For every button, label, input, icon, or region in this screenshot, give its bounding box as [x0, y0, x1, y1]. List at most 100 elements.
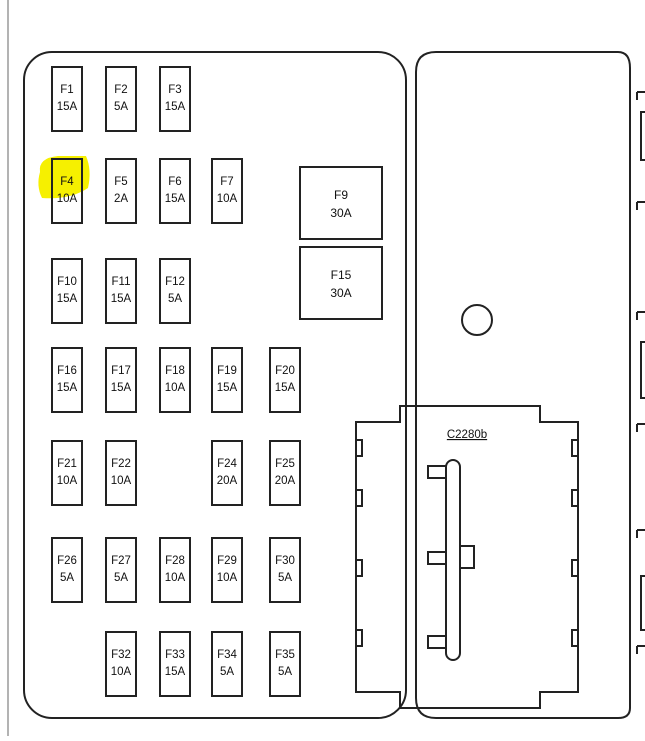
fuse-f15-rating: 30A: [330, 286, 351, 300]
fuse-f22-id: F22: [111, 458, 131, 470]
fuse-f34-rating: 5A: [220, 666, 234, 678]
fuse-f12-rating: 5A: [168, 293, 182, 305]
fuse-f35-id: F35: [275, 649, 295, 661]
fuse-f26-id: F26: [57, 555, 77, 567]
left-fuse-panel-housing: [23, 51, 407, 719]
fuse-f3-rating: 15A: [165, 101, 186, 113]
fuse-f30-body: [269, 537, 301, 603]
fuse-f2-body: [105, 66, 137, 132]
fuse-f6-body: [159, 158, 191, 224]
fuse-f16-rating: 15A: [57, 382, 78, 394]
fuse-f32-id: F32: [111, 649, 131, 661]
fuse-f32-body: [105, 631, 137, 697]
fuse-f27-rating: 5A: [114, 572, 128, 584]
fuse-f5-id: F5: [114, 176, 127, 188]
fuse-f26-body: [51, 537, 83, 603]
fuse-f7-id: F7: [220, 176, 233, 188]
fuse-f17-id: F17: [111, 365, 131, 377]
fuse-f1-id: F1: [60, 84, 73, 96]
fuse-f28-rating: 10A: [165, 572, 186, 584]
fuse-f15-id: F15: [331, 268, 352, 282]
fuse-f4-body: [51, 158, 83, 224]
fuse-f26-rating: 5A: [60, 572, 74, 584]
fuse-f10-id: F10: [57, 276, 77, 288]
fuse-f33-rating: 15A: [165, 666, 186, 678]
fuse-f33-id: F33: [165, 649, 185, 661]
fuse-f22-body: [105, 440, 137, 506]
fuse-f16-body: [51, 347, 83, 413]
fuse-f21-body: [51, 440, 83, 506]
fuse-f5-rating: 2A: [114, 193, 128, 205]
connector-label: C2280b: [447, 429, 487, 441]
fuse-f7-body: [211, 158, 243, 224]
fuse-f32-rating: 10A: [111, 666, 132, 678]
fuse-f22-rating: 10A: [111, 475, 132, 487]
fuse-f3-id: F3: [168, 84, 181, 96]
fuse-f2-id: F2: [114, 84, 127, 96]
fuse-f19-body: [211, 347, 243, 413]
fuse-f28-body: [159, 537, 191, 603]
fuse-f6-rating: 15A: [165, 193, 186, 205]
fuse-f33-body: [159, 631, 191, 697]
fuse-f24-id: F24: [217, 458, 237, 470]
fuse-f34-body: [211, 631, 243, 697]
connector-c2280b: C2280b: [355, 405, 579, 709]
fuse-f19-id: F19: [217, 365, 237, 377]
fuse-f11-rating: 15A: [111, 293, 132, 305]
fuse-f17-rating: 15A: [111, 382, 132, 394]
fuse-f9-rating: 30A: [330, 206, 351, 220]
fuse-f25-body: [269, 440, 301, 506]
fuse-f17-body: [105, 347, 137, 413]
fuse-f4-id: F4: [60, 176, 74, 188]
fuse-f21-rating: 10A: [57, 475, 78, 487]
connector-body: [355, 405, 579, 709]
fuse-f20-id: F20: [275, 365, 295, 377]
fuse-f2-rating: 5A: [114, 101, 128, 113]
small-fuse-group: F115AF25AF315AF410AF52AF615AF710AF1015AF…: [51, 66, 301, 697]
fuse-f24-rating: 20A: [217, 475, 238, 487]
fuse-f27-body: [105, 537, 137, 603]
connector-side-tabs: [356, 439, 578, 647]
right-edge-notches: [636, 91, 645, 654]
mounting-hole: [461, 304, 493, 336]
fuse-f18-id: F18: [165, 365, 185, 377]
fuse-f21-id: F21: [57, 458, 77, 470]
fuse-f15-body: [299, 246, 383, 320]
connector-pins: [427, 465, 475, 649]
fuse-f25-rating: 20A: [275, 475, 296, 487]
fuse-f29-id: F29: [217, 555, 237, 567]
fuse-f11-body: [105, 258, 137, 324]
fuse-f27-id: F27: [111, 555, 131, 567]
fuse-f16-id: F16: [57, 365, 77, 377]
fuse-f18-body: [159, 347, 191, 413]
fuse-f30-rating: 5A: [278, 572, 292, 584]
fuse-f3-body: [159, 66, 191, 132]
fuse-f1-body: [51, 66, 83, 132]
fuse-f35-rating: 5A: [278, 666, 292, 678]
fuse-f34-id: F34: [217, 649, 237, 661]
fuse-f10-body: [51, 258, 83, 324]
fuse-f12-body: [159, 258, 191, 324]
fuse-f6-id: F6: [168, 176, 181, 188]
